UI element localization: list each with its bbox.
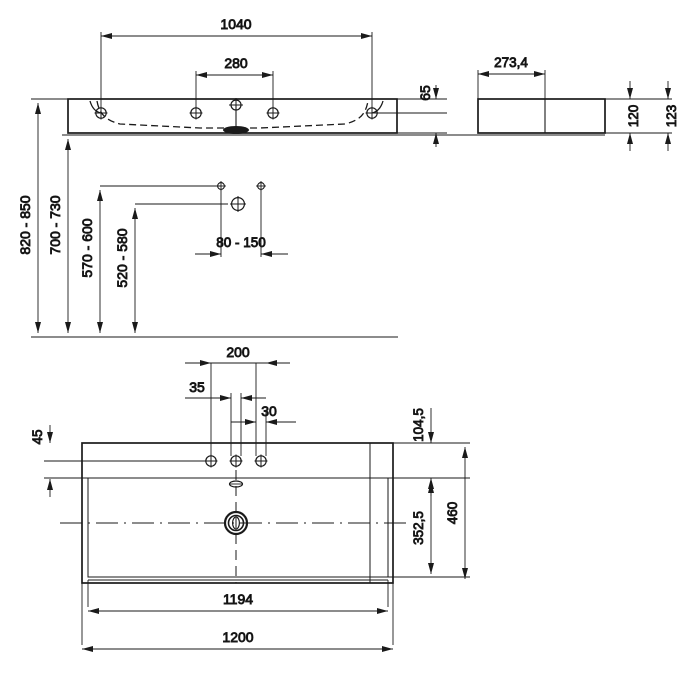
dim-460: 460 xyxy=(445,447,468,579)
overflow-symbol-mid xyxy=(230,196,246,212)
dim-1200: 1200 xyxy=(82,629,393,652)
tap-hole-plan-3 xyxy=(254,454,268,468)
dim-820-850: 820 - 850 xyxy=(17,98,68,333)
dim-123: 123 xyxy=(664,81,679,151)
dim-45-label: 45 xyxy=(30,429,45,444)
dim-1045: 104,5 xyxy=(388,408,470,496)
hole-marker-mid-1 xyxy=(216,181,226,191)
dim-80-150: 80 - 150 xyxy=(195,235,288,257)
dim-30: 30 xyxy=(231,403,296,425)
dim-1040: 1040 xyxy=(100,16,373,113)
tap-hole-plan-2 xyxy=(229,454,243,468)
dim-120-label: 120 xyxy=(626,105,641,128)
dim-820-850-label: 820 - 850 xyxy=(17,195,33,254)
dim-80-150-label: 80 - 150 xyxy=(216,235,266,250)
dim-35: 35 xyxy=(185,379,266,401)
dim-520-580: 520 - 580 xyxy=(114,203,228,333)
plan-bowl-outline xyxy=(87,477,389,578)
dim-520-580-label: 520 - 580 xyxy=(114,228,130,287)
installation-heights-view: 820 - 850 700 - 730 570 - 600 520 - 580 xyxy=(17,98,478,338)
dim-700-730-label: 700 - 730 xyxy=(47,195,63,254)
dim-3525: 352,5 xyxy=(388,482,470,578)
side-body-outline xyxy=(477,98,606,134)
dim-570-600: 570 - 600 xyxy=(79,185,221,333)
dim-45: 45 xyxy=(30,425,53,497)
dim-1194: 1194 xyxy=(88,591,388,614)
dim-2734-label: 273,4 xyxy=(494,55,528,70)
dim-460-label: 460 xyxy=(445,502,460,525)
overflow-slot-plan xyxy=(228,480,244,488)
side-elevation-view: 273,4 120 123 xyxy=(477,55,679,151)
dim-570-600-label: 570 - 600 xyxy=(79,218,95,277)
dim-1045-label: 104,5 xyxy=(411,408,426,442)
hole-marker-mid-2 xyxy=(256,181,266,191)
dim-200-label: 200 xyxy=(226,344,250,360)
front-elevation-view: 1040 280 65 xyxy=(67,16,447,147)
dim-280-label: 280 xyxy=(224,55,248,71)
plan-view: 200 35 30 45 104,5 xyxy=(30,344,470,652)
dim-120: 120 xyxy=(626,81,641,151)
dim-35-label: 35 xyxy=(189,379,205,395)
drain-hole-plan xyxy=(223,510,249,536)
dim-1200-label: 1200 xyxy=(222,629,253,645)
dim-65: 65 xyxy=(372,85,447,147)
dim-3525-label: 352,5 xyxy=(411,511,426,545)
dim-30-label: 30 xyxy=(261,403,277,419)
dim-700-730: 700 - 730 xyxy=(47,134,478,333)
dim-200: 200 xyxy=(185,344,290,366)
dim-1040-label: 1040 xyxy=(220,16,251,32)
dim-280: 280 xyxy=(195,55,274,113)
dim-123-label: 123 xyxy=(664,105,679,128)
dim-2734: 273,4 xyxy=(477,55,546,99)
dim-65-label: 65 xyxy=(417,85,433,101)
plan-outer-outline xyxy=(81,442,394,584)
dim-1194-label: 1194 xyxy=(223,591,253,607)
